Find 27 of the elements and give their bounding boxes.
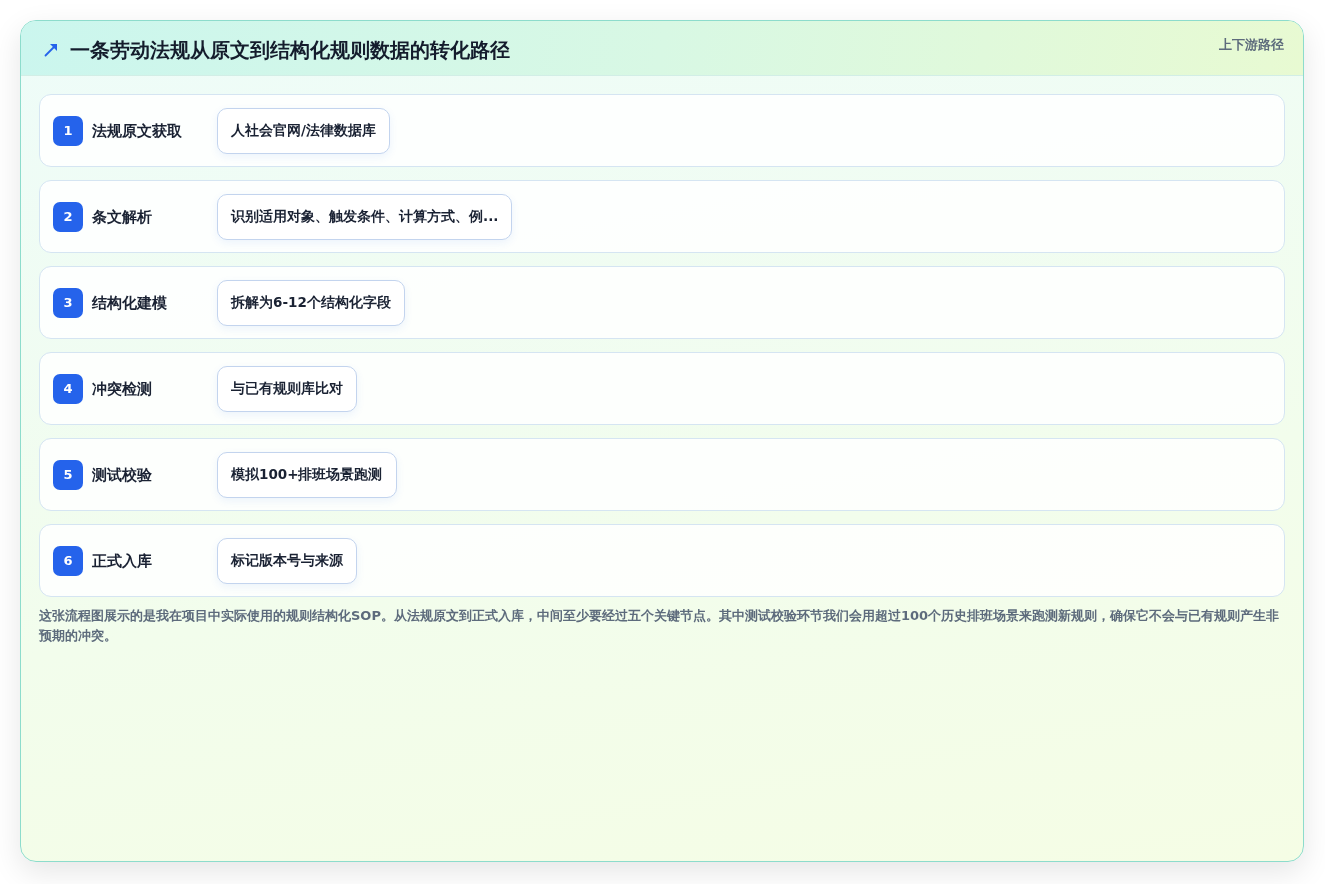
step-row xyxy=(39,352,1285,425)
step-row xyxy=(39,438,1285,511)
step-row xyxy=(39,180,1285,253)
header-note: 上下游路径 xyxy=(1219,36,1284,54)
step-number-badge: 3 xyxy=(53,287,83,318)
step-title: 测试校验 xyxy=(92,464,153,485)
step-row xyxy=(39,266,1285,339)
step-detail-card: 模拟100+排班场景跑测 xyxy=(217,451,397,498)
step-title: 正式入库 xyxy=(92,550,153,571)
step-number-badge: 2 xyxy=(53,201,83,232)
step-detail-card: 识别适用对象、触发条件、计算方式、例... xyxy=(217,193,513,240)
step-detail-card: 拆解为6-12个结构化字段 xyxy=(217,279,405,326)
step-title: 条文解析 xyxy=(92,206,153,227)
step-title: 冲突检测 xyxy=(92,378,153,399)
diagram-title: 一条劳动法规从原文到结构化规则数据的转化路径 xyxy=(70,37,510,64)
step-title: 结构化建模 xyxy=(92,292,168,313)
step-row xyxy=(39,524,1285,597)
step-title: 法规原文获取 xyxy=(92,120,183,141)
caption-text: 这张流程图展示的是我在项目中实际使用的规则结构化SOP。从法规原文到正式入库，中间至少要经过五个关键节点。其中测试校验环节我们会用超过100个历史排班场景来跑测新规则，确保它不会与已有规则产生非预期的冲突。 xyxy=(39,607,1281,645)
step-number-badge: 6 xyxy=(53,545,83,576)
step-row xyxy=(39,94,1285,167)
step-number-badge: 4 xyxy=(53,373,83,404)
step-detail-card: 标记版本号与来源 xyxy=(217,537,357,584)
step-number-badge: 1 xyxy=(53,115,83,146)
step-detail-card: 人社会官网/法律数据库 xyxy=(217,107,390,154)
step-number-badge: 5 xyxy=(53,459,83,490)
step-detail-card: 与已有规则库比对 xyxy=(217,365,357,412)
